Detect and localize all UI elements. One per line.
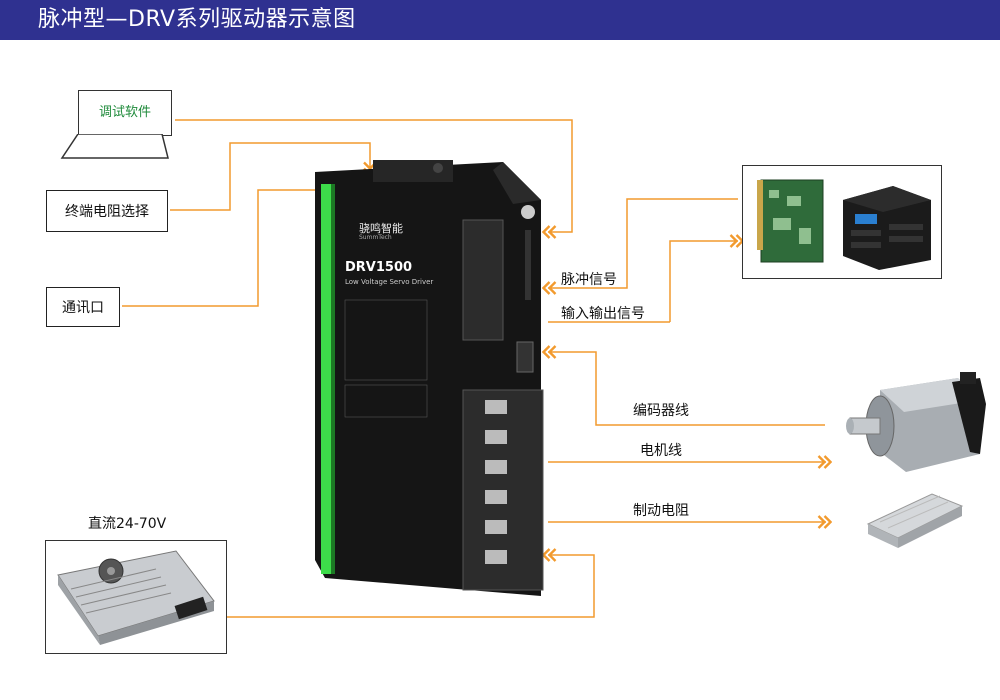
laptop-screen: 调试软件 [78,90,172,136]
servo-motor-icon [846,372,986,472]
page-title: 脉冲型—DRV系列驱动器示意图 [38,7,356,32]
encoder-cable-label: 编码器线 [633,403,689,419]
driver-brand: 骁鸣智能 [359,222,403,235]
power-supply-label: 直流24-70V [88,516,167,532]
brake-resistor-label: 制动电阻 [633,503,689,519]
software-label: 调试软件 [98,105,151,120]
software-line [175,119,573,232]
laptop-base-icon [60,134,169,159]
encoder-line [548,352,825,426]
comm-port-label: 通讯口 [62,300,104,316]
terminal-resistor-box: 终端电阻选择 [46,190,168,232]
power-supply-box [45,540,227,654]
controller-devices-box [742,165,942,279]
brake-resistor-icon [866,493,964,548]
pulse-signal-label: 脉冲信号 [561,272,617,288]
driver-model: DRV1500 [345,260,413,275]
driver-subtitle: Low Voltage Servo Driver [345,278,434,286]
servo-driver: 骁鸣智能 SummTech DRV1500 Low Voltage Servo … [313,160,545,600]
title-bar: 脉冲型—DRV系列驱动器示意图 [0,0,1000,40]
io-signal-line [669,241,738,322]
io-signal-label: 输入输出信号 [561,306,645,322]
terminal-resistor-label: 终端电阻选择 [65,204,149,220]
servo-motor [840,368,990,483]
motor-cable-label: 电机线 [640,443,682,459]
driver-brand-en: SummTech [359,234,392,241]
comm-port-box: 通讯口 [46,287,120,327]
pulse-signal-line [548,198,738,288]
servo-driver-image [315,160,544,596]
controller-devices-image [757,179,931,270]
terminal-resistor-line [170,142,370,211]
power-line [225,555,595,618]
power-supply-icon [57,550,215,645]
brake-resistor [862,488,967,553]
